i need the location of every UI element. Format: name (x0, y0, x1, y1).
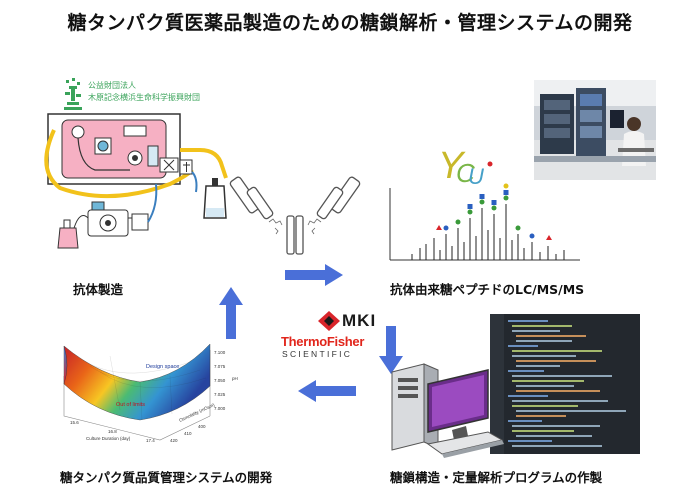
z-tick: 7.100 (214, 350, 226, 355)
y-tick: 420 (170, 438, 178, 443)
foundation-name-line1: 公益財団法人 (88, 81, 136, 90)
computer-code-illustration (391, 314, 640, 458)
z-axis-label: pH (232, 376, 238, 381)
thermo-scientific-text: SCIENTIFIC (282, 349, 353, 359)
caption-lcms: 抗体由来糖ペプチドのLC/MS/MS (390, 282, 585, 297)
z-tick: 7.050 (214, 378, 226, 383)
caption-quality-system: 糖タンパク質品質管理システムの開発 (60, 470, 273, 485)
z-tick: 7.025 (214, 392, 226, 397)
z-tick: 7.000 (214, 406, 226, 411)
arrow-down-icon (379, 326, 403, 374)
y-tick: 410 (184, 431, 192, 436)
design-space-surface-plot: Design space Out of limits 7.100 7.075 7… (63, 343, 238, 443)
page-title: 糖タンパク質医薬品製造のための糖鎖解析・管理システムの開発 (67, 12, 633, 34)
svg-text:C: C (456, 158, 475, 186)
lab-photo (534, 80, 656, 180)
design-space-label: Design space (146, 364, 179, 370)
y-tick: 400 (198, 424, 206, 429)
x-axis-label: Culture Duration (day) (86, 436, 131, 441)
mki-logo: MKI (318, 310, 382, 332)
ycu-logo-mark: Y (438, 145, 466, 186)
thermo-fisher-text: ThermoFisher (281, 334, 365, 349)
z-tick: 7.075 (214, 364, 226, 369)
arrow-up-icon (219, 287, 243, 339)
out-of-limits-label: Out of limits (116, 402, 145, 408)
antibody-icon (229, 176, 361, 255)
svg-text:U: U (468, 164, 484, 186)
mass-spectrum-chart (389, 183, 580, 261)
mki-logo-text: MKI (342, 311, 377, 330)
caption-antibody-production: 抗体製造 (73, 282, 124, 297)
x-tick: 16.8 (108, 429, 117, 434)
arrow-left-icon (298, 380, 356, 402)
foundation-logo: 公益財団法人 木原記念横浜生命科学振興財団 (62, 78, 212, 114)
x-tick: 15.6 (70, 420, 79, 425)
bioreactor-illustration (44, 113, 228, 249)
ycu-logo: Y C U (438, 138, 498, 189)
thermo-fisher-logo: ThermoFisher SCIENTIFIC (281, 334, 377, 360)
arrow-right-icon (285, 264, 343, 286)
foundation-name-line2: 木原記念横浜生命科学振興財団 (88, 93, 200, 102)
x-tick: 17.4 (146, 438, 155, 443)
foundation-emblem-icon (64, 78, 82, 110)
caption-software: 糖鎖構造・定量解析プログラムの作製 (390, 470, 603, 485)
